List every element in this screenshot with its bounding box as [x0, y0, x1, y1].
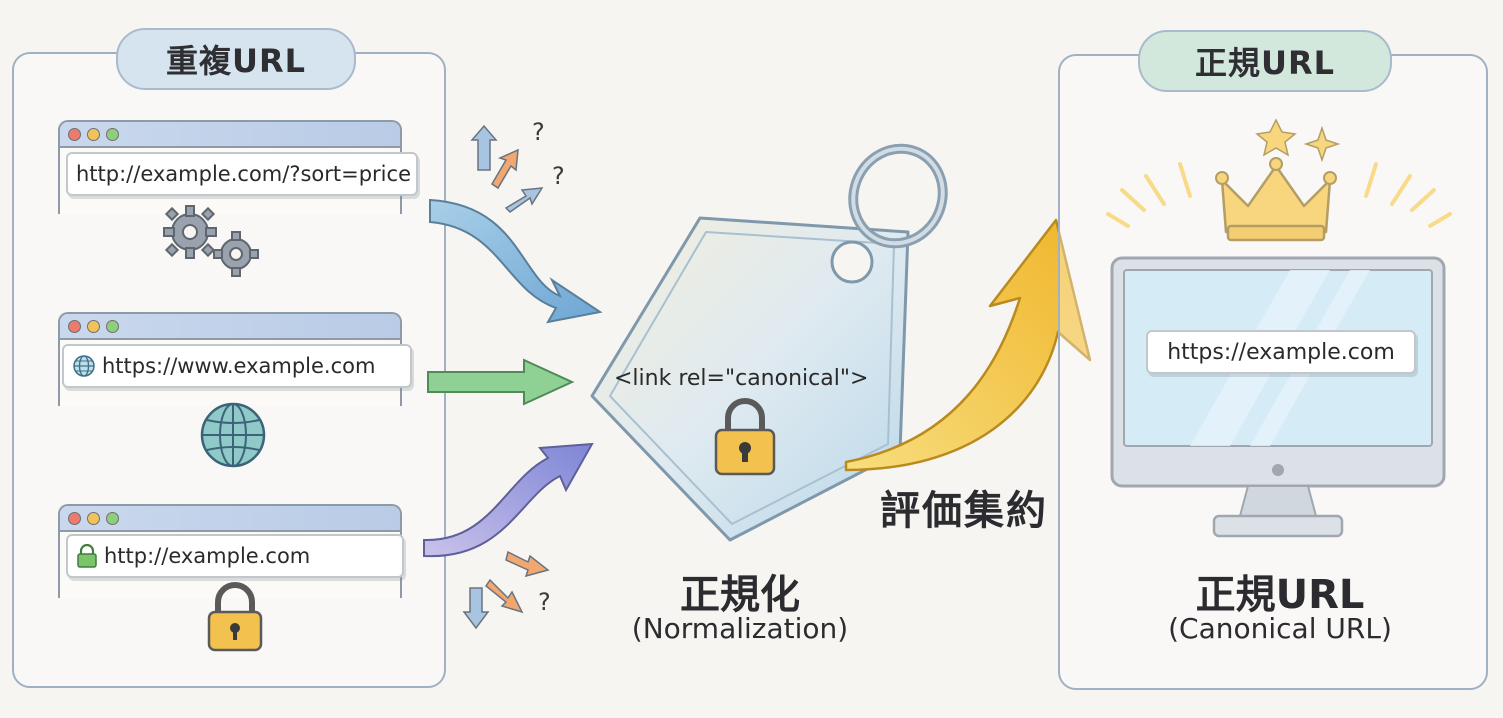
maximize-dot-icon — [106, 512, 119, 525]
close-dot-icon — [68, 512, 81, 525]
gold-consolidation-arrow — [844, 218, 1092, 472]
tag-lock-icon — [714, 398, 776, 476]
purple-flow-arrow — [423, 442, 594, 558]
canonical-title: 正規URL — [1195, 572, 1365, 618]
browser-titlebar — [60, 314, 400, 340]
duplicate-url-bar-2: https://www.example.com — [62, 344, 412, 388]
canonical-tag-shape — [590, 143, 948, 542]
question-mark-3: ? — [538, 588, 551, 616]
duplicate-url-text-3: http://example.com — [104, 544, 311, 568]
canonical-url-bar: https://example.com — [1146, 330, 1416, 374]
question-mark-1: ? — [532, 118, 545, 146]
lock-icon — [207, 582, 263, 652]
gear-icon — [163, 205, 259, 277]
browser-titlebar — [60, 122, 400, 148]
normalization-title: 正規化 — [680, 572, 800, 618]
lock-small-icon — [76, 544, 98, 568]
close-dot-icon — [68, 128, 81, 141]
maximize-dot-icon — [106, 320, 119, 333]
canonical-url-text: https://example.com — [1167, 339, 1395, 365]
scatter-arrows-bottom — [462, 550, 550, 630]
minimize-dot-icon — [87, 512, 100, 525]
minimize-dot-icon — [87, 320, 100, 333]
canonical-url-heading: 正規URL — [1138, 30, 1392, 92]
minimize-dot-icon — [87, 128, 100, 141]
duplicate-url-bar-3: http://example.com — [66, 534, 404, 578]
globe-small-icon — [72, 354, 96, 378]
duplicate-url-bar-1: http://example.com/?sort=price — [66, 152, 418, 196]
star-icon — [1255, 118, 1341, 163]
sparkle-rays — [1106, 162, 1452, 228]
maximize-dot-icon — [106, 128, 119, 141]
normalization-subtitle: (Normalization) — [631, 612, 849, 645]
canonical-subtitle: (Canonical URL) — [1168, 612, 1392, 645]
consolidation-label: 評価集約 — [880, 488, 1048, 534]
crown-icon — [1215, 157, 1337, 242]
scatter-arrows-top — [470, 124, 544, 213]
duplicate-url-text-1: http://example.com/?sort=price — [76, 162, 411, 186]
globe-icon — [200, 402, 266, 468]
green-flow-arrow — [427, 358, 575, 406]
question-mark-2: ? — [552, 162, 565, 190]
duplicate-urls-heading: 重複URL — [116, 28, 356, 90]
duplicate-url-text-2: https://www.example.com — [102, 354, 376, 378]
close-dot-icon — [68, 320, 81, 333]
canonical-link-code: <link rel="canonical"> — [614, 366, 869, 391]
blue-flow-arrow — [429, 198, 603, 324]
browser-titlebar — [60, 506, 400, 532]
